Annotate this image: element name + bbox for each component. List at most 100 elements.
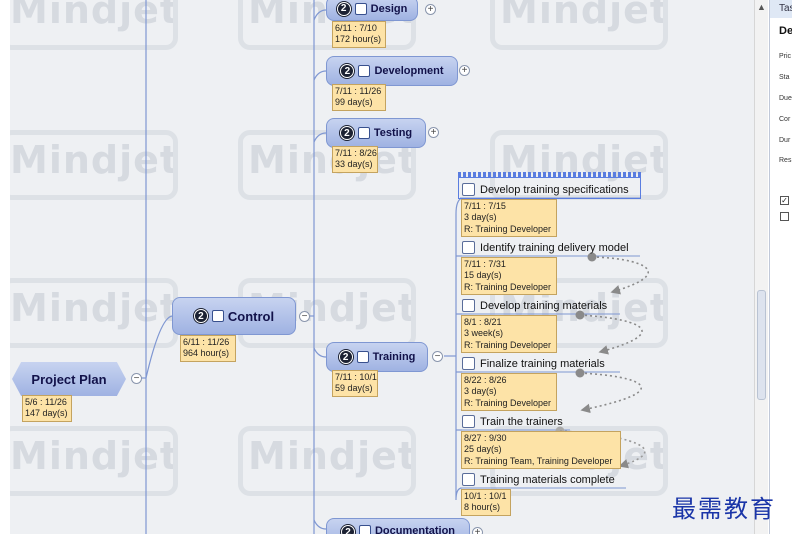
expand-toggle[interactable]: + (425, 4, 436, 15)
collapse-toggle[interactable]: − (299, 311, 310, 322)
task-checkbox[interactable] (358, 525, 371, 534)
subtopic-train-the-trainers[interactable]: Train the trainers (462, 415, 563, 428)
topic-title: Documentation (374, 525, 456, 534)
task-duration: 3 day(s) (464, 386, 497, 397)
subtopic-note: 8/22 : 8/26 3 day(s) R: Training Develop… (461, 373, 557, 412)
priority-2-icon: 2 (336, 1, 351, 16)
task-resource: R: Training Team, Training Developer (464, 455, 613, 466)
task-resource: R: Training Developer (464, 223, 552, 234)
subtopic-identify-training-delivery-model[interactable]: Identify training delivery model (462, 241, 629, 254)
topic-documentation[interactable]: 2 Documentation (326, 518, 470, 534)
task-checkbox[interactable] (462, 415, 475, 428)
expand-toggle[interactable]: + (428, 127, 439, 138)
connector (313, 519, 327, 530)
mindjet-watermark: Mindjet (10, 426, 180, 496)
task-dates: 8/22 : 8/26 (464, 375, 507, 385)
central-topic-shape[interactable] (12, 362, 126, 396)
panel-checkbox-checked[interactable]: ✓ (780, 196, 789, 205)
task-duration: 15 day(s) (464, 270, 502, 281)
central-topic-title[interactable]: Project Plan (31, 372, 107, 387)
dependency-arrow[interactable] (591, 256, 650, 295)
central-topic-note: 5/6 : 11/26 147 day(s) (22, 395, 72, 422)
task-checkbox[interactable] (462, 357, 475, 370)
expand-toggle[interactable]: + (459, 65, 470, 76)
task-dates: 6/11 : 11/26 (183, 337, 230, 347)
subtopic-finalize-training-materials[interactable]: Finalize training materials (462, 357, 605, 370)
topic-title: Training (372, 351, 416, 363)
task-resource: R: Training Developer (464, 339, 552, 350)
connector (145, 315, 173, 379)
mindjet-watermark: Mindjet (237, 426, 418, 496)
task-checkbox[interactable] (462, 241, 475, 254)
subtopic-note: 7/11 : 7/31 15 day(s) R: Training Develo… (461, 257, 557, 296)
scroll-up-arrow-icon[interactable]: ▲ (757, 2, 766, 12)
task-info-tab[interactable]: Tas (770, 0, 792, 18)
task-duration: 99 day(s) (335, 97, 373, 108)
priority-2-icon: 2 (193, 309, 208, 323)
topic-testing[interactable]: 2 Testing (326, 118, 426, 148)
task-duration: 25 day(s) (464, 444, 502, 455)
task-checkbox[interactable] (357, 127, 370, 139)
panel-checkbox[interactable] (780, 212, 789, 221)
panel-heading: De (779, 25, 792, 37)
task-dates: 10/1 : 10/1 (464, 491, 507, 501)
task-checkbox[interactable] (462, 473, 475, 486)
task-checkbox[interactable] (356, 351, 369, 363)
priority-label: Pric (779, 53, 792, 60)
task-duration: 172 hour(s) (335, 34, 382, 45)
task-duration: 59 day(s) (335, 383, 373, 394)
task-checkbox[interactable] (211, 310, 224, 322)
expand-toggle[interactable]: + (472, 527, 483, 534)
selection-frame[interactable] (458, 172, 641, 199)
subtopic-develop-training-materials[interactable]: Develop training materials (462, 299, 607, 312)
task-dates: 7/11 : 10/1 (335, 372, 377, 382)
task-dates: 8/1 : 8/21 (464, 317, 502, 327)
corner-watermark: 最需教育 (672, 495, 776, 523)
topic-title: Design (370, 2, 408, 15)
task-duration: 3 week(s) (464, 328, 504, 339)
task-dates: 7/11 : 8/26 (335, 148, 377, 158)
task-checkbox[interactable] (462, 183, 475, 196)
mindjet-watermark: Mindjet (10, 0, 179, 50)
task-duration: 8 hour(s) (464, 502, 501, 513)
task-dates: 7/11 : 11/26 (335, 86, 382, 96)
collapse-toggle[interactable]: − (131, 373, 142, 384)
subtopic-title: Training materials complete (480, 473, 615, 486)
subtopic-training-materials-complete[interactable]: Training materials complete (462, 473, 615, 486)
start-label: Sta (779, 74, 790, 81)
subtopic-note: 10/1 : 10/1 8 hour(s) (461, 489, 511, 516)
dependency-arrow[interactable] (579, 372, 642, 414)
topic-title: Testing (373, 127, 413, 139)
topic-training[interactable]: 2 Training (326, 342, 428, 372)
main-topic-control[interactable]: 2 Control (172, 297, 296, 335)
task-checkbox[interactable] (462, 299, 475, 312)
topic-development[interactable]: 2 Development (326, 56, 458, 86)
topic-note: 7/11 : 8/26 33 day(s) (332, 146, 378, 173)
topic-note: 7/11 : 10/1 59 day(s) (332, 370, 378, 397)
task-info-panel: Tas De Pric Sta Due Cor Dur Res ✓ (769, 0, 792, 534)
priority-2-icon: 2 (340, 64, 355, 78)
main-topic-note: 6/11 : 11/26 964 hour(s) (180, 335, 236, 362)
dependency-arrow[interactable] (579, 314, 643, 355)
task-resource: R: Training Developer (464, 281, 552, 292)
scrollbar-thumb[interactable] (757, 290, 766, 400)
subtopic-note: 8/27 : 9/30 25 day(s) R: Training Team, … (461, 431, 621, 470)
due-label: Due (779, 95, 792, 102)
collapse-toggle[interactable]: − (432, 351, 443, 362)
topic-note: 6/11 : 7/10 172 hour(s) (332, 21, 386, 48)
mindjet-watermark: Mindjet (489, 0, 669, 50)
connector (313, 132, 327, 143)
subtopic-title: Train the trainers (480, 415, 563, 428)
topic-design[interactable]: 2 Design (326, 0, 418, 21)
priority-2-icon: 2 (340, 525, 355, 534)
task-dates: 7/11 : 7/31 (464, 259, 506, 269)
subtopic-develop-training-specifications[interactable]: Develop training specifications (462, 183, 629, 196)
mindjet-watermark: Mindjet (10, 278, 180, 348)
topic-note: 7/11 : 11/26 99 day(s) (332, 84, 386, 111)
task-checkbox[interactable] (354, 2, 367, 15)
task-checkbox[interactable] (358, 65, 371, 77)
task-duration: 3 day(s) (464, 212, 497, 223)
topic-title: Control (227, 308, 275, 324)
vertical-scrollbar[interactable]: ▲ (754, 0, 768, 534)
subtopic-note: 7/11 : 7/15 3 day(s) R: Training Develop… (461, 199, 557, 238)
